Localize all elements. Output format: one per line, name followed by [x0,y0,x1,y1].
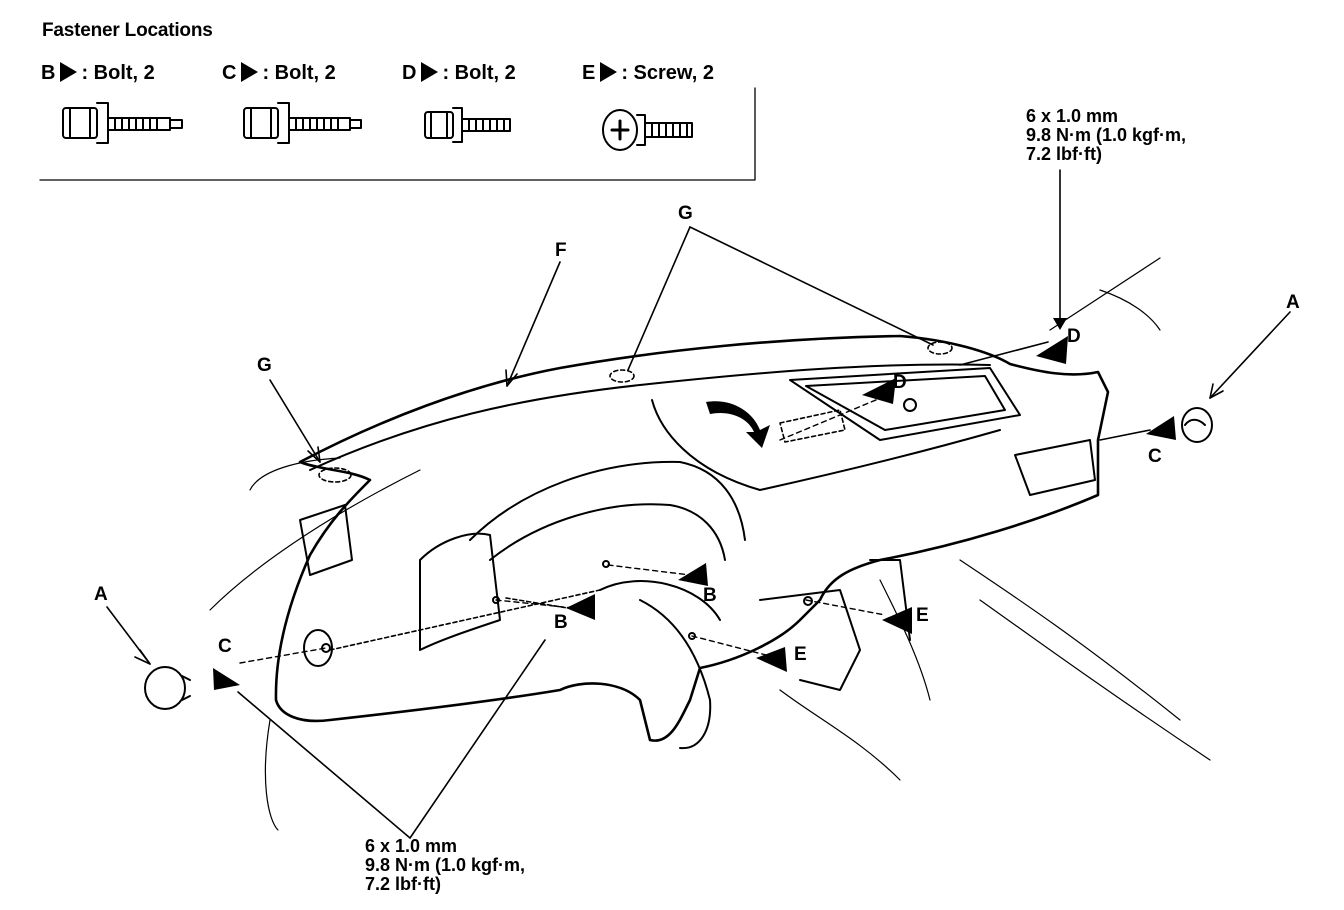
legend-letter: B [41,62,56,84]
dashboard-outline [274,334,1110,742]
clip-g-left [318,467,352,483]
marker-c-left [213,668,240,690]
legend-text: : Bolt, 2 [262,62,336,84]
legend-letter: E [582,62,596,84]
clip-g-top-right [927,341,953,355]
legend-letter: C [222,62,237,84]
spec-line: 6 x 1.0 mm [1026,106,1119,126]
legend-box-outline [39,87,756,181]
legend-text: : Bolt, 2 [442,62,516,84]
label-g-top: G [678,203,693,224]
left-bolt-hole [303,629,333,667]
marker-b-lower [566,594,595,620]
clip-d-lower [779,409,846,443]
arrow-top-d [1053,318,1067,330]
cluster-hood [469,460,746,541]
label-d-lower: D [893,372,907,393]
marker-b-upper [678,563,708,586]
legend-item-c: C : Bolt, 2 [222,62,336,85]
label-b-upper: B [703,585,717,606]
dashboard-top-line [309,363,991,471]
torque-spec-bottom: 6 x 1.0 mm 9.8 N·m (1.0 kgf·m, 7.2 lbf·f… [365,837,525,894]
legend-text: : Bolt, 2 [81,62,155,84]
label-e-upper: E [916,605,929,626]
clip-g-top-left [609,369,635,383]
triangle-marker-icon [600,62,618,82]
flange-bolt-icon [62,102,183,144]
label-c-right: C [1148,446,1162,467]
triangle-marker-icon [421,62,439,82]
label-f: F [555,240,567,261]
leader-g-top-2 [689,226,934,346]
triangle-marker-icon [241,62,259,82]
clip-icon [144,666,191,710]
clip-icon [1181,407,1213,443]
label-c-left: C [218,636,232,657]
spec-line: 9.8 N·m (1.0 kgf·m, [1026,125,1187,145]
marker-c-right [1146,416,1176,440]
legend-item-e: E : Screw, 2 [582,62,714,85]
glovebox-outline [1014,439,1096,496]
label-a-left: A [94,584,108,605]
legend-text: : Screw, 2 [621,62,714,84]
left-side-vent [299,504,353,576]
leader-a-right [1209,311,1291,399]
marker-e-lower [756,647,787,672]
leader-g-left [269,379,321,463]
spec-line: 6 x 1.0 mm [365,836,458,856]
label-g-left: G [257,355,272,376]
leader-g-top-1 [627,226,691,371]
leader-f [506,261,561,387]
marker-d-lower [862,378,896,404]
legend-item-b: B : Bolt, 2 [41,62,155,85]
steering-column-cover [639,599,712,750]
bolt-icon [424,107,511,143]
label-e-lower: E [794,644,807,665]
label-a-right: A [1286,292,1300,313]
flange-bolt-icon [243,102,362,144]
marker-e-upper [882,607,912,634]
center-vent-outline [789,367,1021,441]
arrow-icon [706,401,770,448]
phillips-screw-icon [602,109,693,151]
legend-letter: D [402,62,417,84]
label-b-lower: B [554,612,568,633]
torque-spec-top: 6 x 1.0 mm 9.8 N·m (1.0 kgf·m, 7.2 lbf·f… [1026,107,1186,164]
leader-spec-bottom-2 [409,639,546,839]
page-title: Fastener Locations [42,20,213,41]
label-d-upper: D [1067,326,1081,347]
legend-item-d: D : Bolt, 2 [402,62,516,85]
spec-line: 7.2 lbf·ft) [1026,144,1102,164]
marker-d-upper [1036,336,1068,364]
leader-spec-bottom-1 [237,691,411,839]
triangle-marker-icon [60,62,78,82]
spec-line: 9.8 N·m (1.0 kgf·m, [365,855,526,875]
spec-line: 7.2 lbf·ft) [365,874,441,894]
